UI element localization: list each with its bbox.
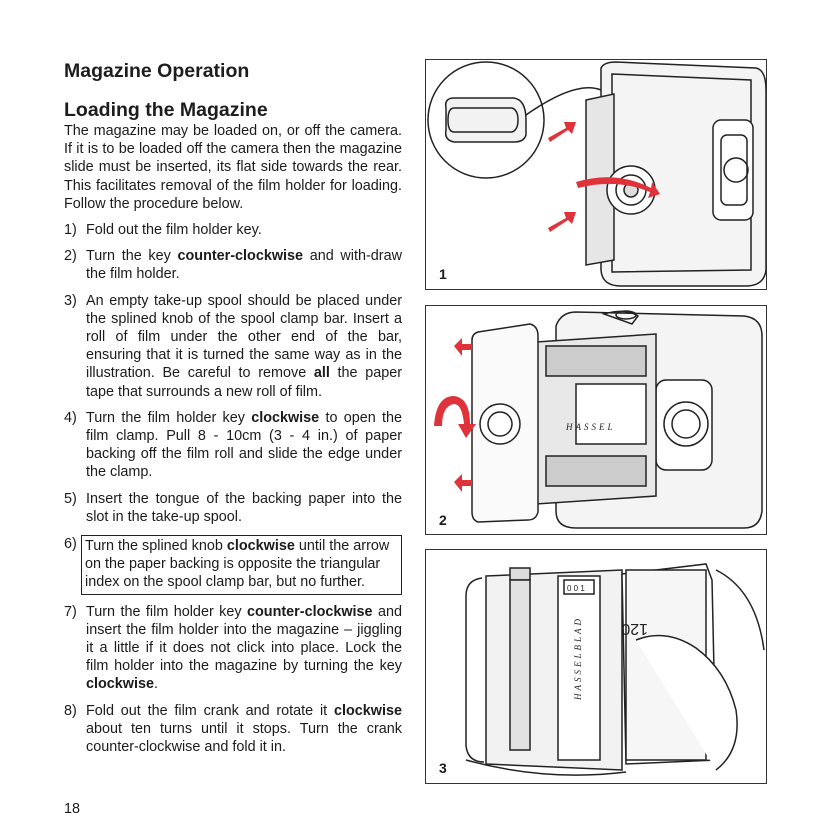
step-number: 3) <box>64 292 77 309</box>
step-item: 7) Turn the film holder key counter-clock… <box>64 603 402 694</box>
figure-1: 1 <box>425 59 767 290</box>
figure-3-spool-code: 0 0 1 <box>567 584 585 593</box>
section-title: Magazine Operation <box>64 60 250 82</box>
step-text: An empty take-up spool should be placed … <box>86 292 403 400</box>
intro-paragraph: The magazine may be loaded on, or off th… <box>64 123 402 212</box>
page-number: 18 <box>64 801 81 817</box>
figure-2-label: 2 <box>439 512 447 528</box>
step-number: 8) <box>64 702 77 719</box>
figure-3-label: 3 <box>439 760 447 776</box>
step-number: 6) <box>64 536 77 553</box>
step-text: Turn the film holder key clockwise to op… <box>86 409 403 481</box>
step-text: Insert the tongue of the backing paper i… <box>86 490 402 525</box>
figure-3-brand: HASSELBLAD <box>573 616 583 701</box>
step-item: 5) Insert the tongue of the backing paper… <box>64 490 402 526</box>
step-number: 5) <box>64 490 77 507</box>
step-item: 1) Fold out the film holder key. <box>64 221 402 239</box>
figure-3-film-text: 120 <box>621 620 648 637</box>
step-number: 4) <box>64 409 77 426</box>
figure-1-label: 1 <box>439 266 447 282</box>
step-number: 1) <box>64 222 77 239</box>
step-text: Turn the film holder key counter-clockwi… <box>86 603 403 693</box>
step-item: 4) Turn the film holder key clockwise to … <box>64 409 402 482</box>
step-text: Fold out the film crank and rotate it cl… <box>86 702 402 756</box>
steps-list: 1) Fold out the film holder key. 2) Turn th… <box>64 221 402 756</box>
figure-2: HASSEL 2 <box>425 305 767 535</box>
step-text: Turn the key counter-clockwise and with-… <box>86 248 402 283</box>
step-item: 8) Fold out the film crank and rotate it … <box>64 702 402 757</box>
step-item: 3) An empty take-up spool should be place… <box>64 292 402 401</box>
text-column: Magazine Operation Loading the Magazine … <box>64 58 402 756</box>
step-item: 2) Turn the key counter-clockwise and wit… <box>64 247 402 283</box>
step-text: Fold out the film holder key. <box>86 222 262 239</box>
subsection-title: Loading the Magazine <box>64 99 268 121</box>
figure-1-illustration <box>427 61 766 287</box>
step-number: 7) <box>64 603 77 620</box>
figure-2-brand: HASSEL <box>565 422 616 432</box>
step-item: 6)Turn the splined knob clockwise until … <box>64 535 402 595</box>
figure-2-illustration: HASSEL <box>434 310 763 529</box>
step-number: 2) <box>64 248 77 265</box>
step-text: Turn the splined knob clockwise until th… <box>81 535 402 595</box>
figure-3: 0 0 1 HASSELBLAD 120 3 <box>425 549 767 784</box>
figure-3-illustration: 0 0 1 HASSELBLAD 120 <box>465 563 765 776</box>
